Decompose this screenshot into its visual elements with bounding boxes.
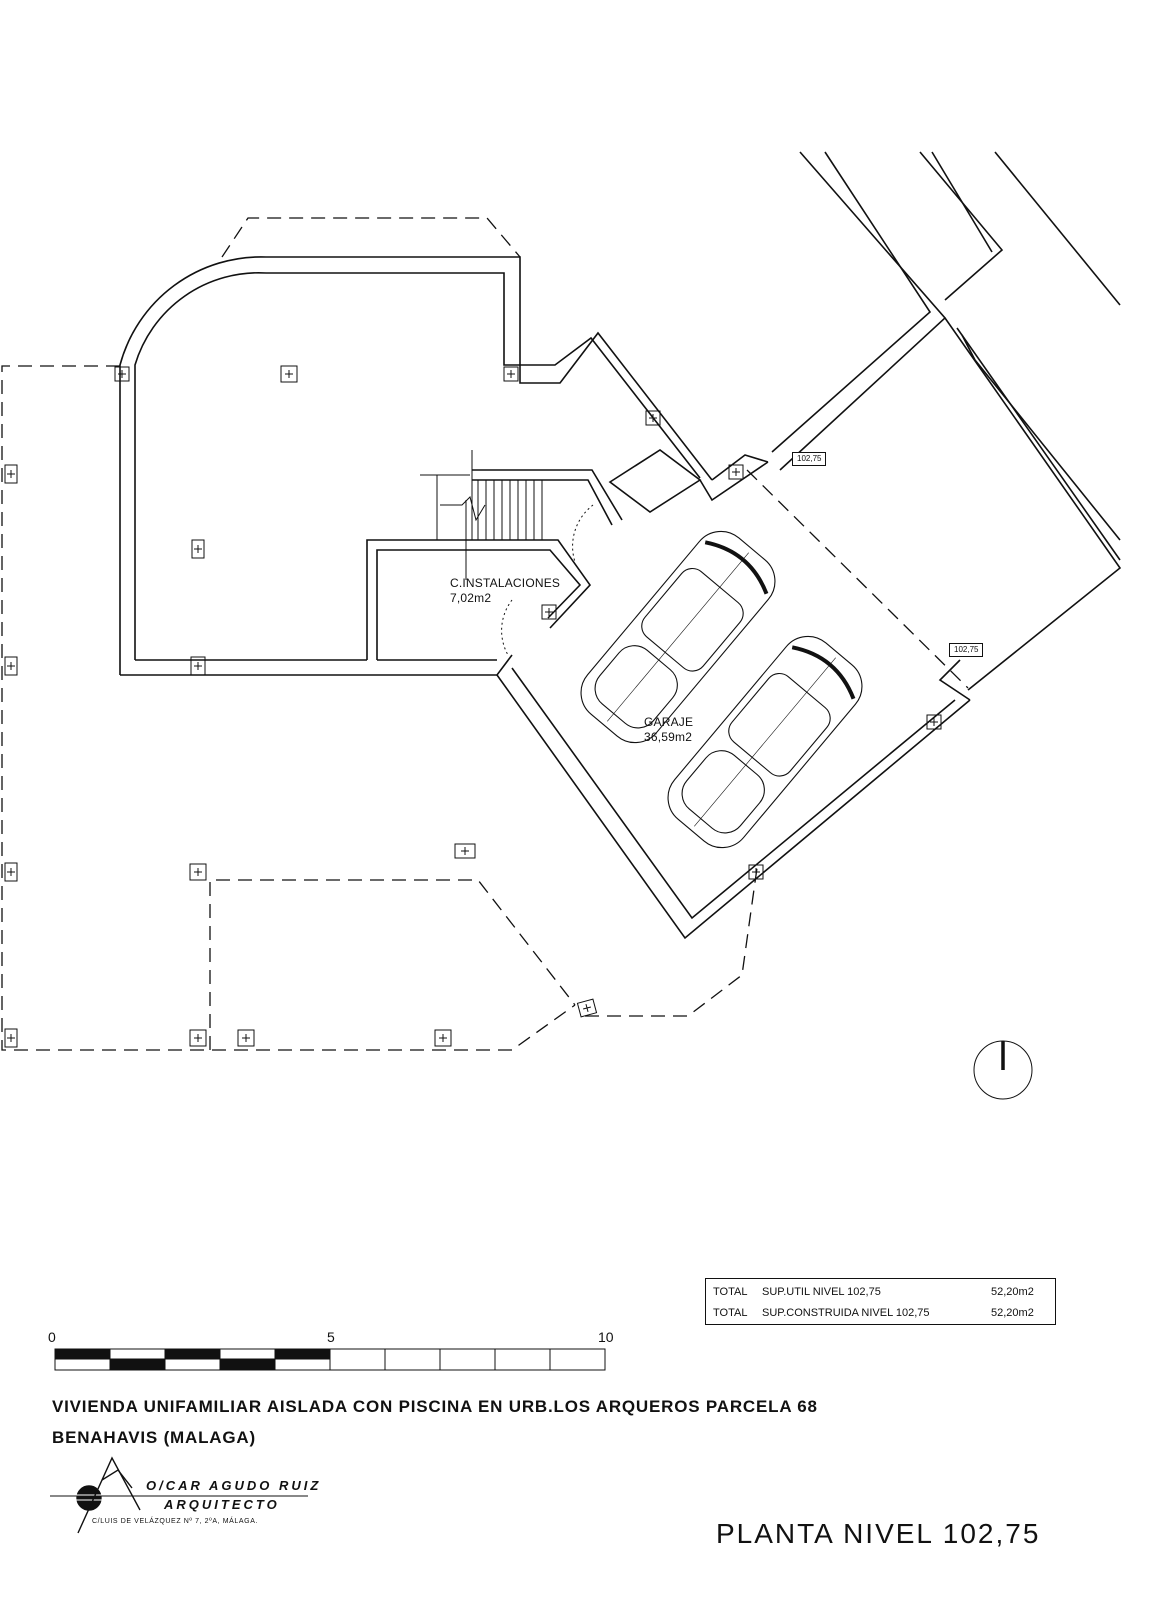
level-tag: 102,75 [792,452,827,466]
room-instalaciones-name: C.INSTALACIONES [450,576,561,590]
room-instalaciones-label: C.INSTALACIONES 7,02m2 [450,576,560,606]
staircase [420,450,548,580]
architect-address: C/LUIS DE VELÁZQUEZ Nº 7, 2ºA, MÁLAGA. [92,1518,259,1525]
project-location: BENAHAVIS (MALAGA) [52,1428,256,1447]
project-title: VIVIENDA UNIFAMILIAR AISLADA CON PISCINA… [52,1397,818,1416]
surface-row-value: 52,20m2 [991,1307,1034,1319]
scale-label: 10 [598,1329,614,1345]
room-garaje-area: 36,59m2 [644,730,693,744]
survey-point-icon [4,365,942,1048]
architect-name: O/CAR AGUDO RUIZ [146,1478,322,1493]
table-row: TOTAL SUP.CONSTRUIDA NIVEL 102,75 52,20m… [706,1304,1055,1324]
room-garaje-label: GARAJE 36,59m2 [644,715,693,745]
surface-total-label: TOTAL [713,1307,748,1319]
sheet-title: PLANTA NIVEL 102,75 [716,1518,1041,1549]
car-upper [580,530,776,744]
architect-logo-icon [50,1456,308,1534]
room-garaje-name: GARAJE [644,715,694,729]
car-lower [667,635,863,849]
surface-row-value: 52,20m2 [991,1286,1034,1298]
scale-bar [54,1348,606,1371]
garage-walls [496,151,1122,940]
dashed-outline-upper [221,217,521,258]
scale-label: 0 [48,1329,56,1345]
scale-label: 5 [327,1329,335,1345]
door-swings [501,504,594,656]
architect-role: ARQUITECTO [164,1497,280,1512]
house-walls [119,256,769,676]
level-tag: 102,75 [949,643,984,657]
dashed-outline-plot [1,365,969,1051]
surface-total-label: TOTAL [713,1286,748,1298]
room-instalaciones-area: 7,02m2 [450,591,492,605]
surface-table: TOTAL SUP.UTIL NIVEL 102,75 52,20m2 TOTA… [705,1278,1056,1325]
table-row: TOTAL SUP.UTIL NIVEL 102,75 52,20m2 [706,1283,1055,1303]
north-arrow-icon [973,1040,1033,1100]
surface-row-label: SUP.UTIL NIVEL 102,75 [762,1286,881,1298]
surface-row-label: SUP.CONSTRUIDA NIVEL 102,75 [762,1307,930,1319]
